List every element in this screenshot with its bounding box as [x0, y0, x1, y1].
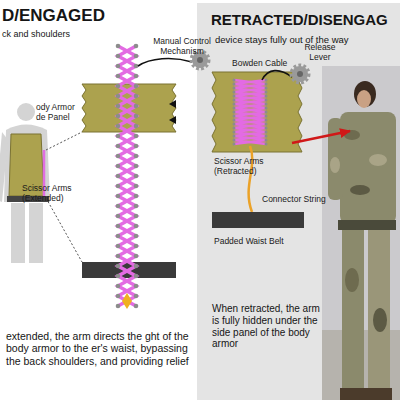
soldier-arm — [328, 118, 343, 200]
soldier-hair — [354, 81, 376, 107]
scissor-arm — [234, 80, 266, 144]
scissor-arm — [234, 80, 266, 144]
soldier-belt — [338, 220, 396, 230]
person-scissor-arm — [43, 150, 46, 196]
camo-patch — [345, 268, 359, 292]
armor-side-panel — [212, 72, 302, 152]
person-leg — [29, 203, 43, 263]
panel-description: extended, the arm directs the ght of the… — [6, 330, 191, 367]
extended-assembly — [82, 46, 208, 309]
callout-line — [46, 132, 82, 150]
waist-belt — [82, 262, 176, 278]
soldier-boot — [366, 388, 392, 400]
engaged-panel: D/ENGAGED ck and shoulders extended, the a… — [0, 0, 197, 400]
callout-line — [46, 198, 82, 262]
camo-patch — [330, 157, 340, 173]
person-arm — [0, 132, 8, 202]
panel-subtitle: ck and shoulders — [2, 29, 192, 40]
control-cable — [138, 59, 192, 66]
connector-string — [249, 146, 253, 212]
retracted-panel: RETRACTED/DISENGAG device stays fully out… — [197, 3, 400, 400]
soldier-torso — [340, 112, 396, 224]
soldier-photo — [322, 66, 400, 400]
soldier-leg — [368, 230, 390, 390]
armor-side-panel — [82, 84, 176, 132]
panel-subtitle: device stays fully out of the way — [215, 34, 395, 45]
soldier-leg — [342, 230, 364, 390]
photo-background — [322, 66, 400, 400]
soldier-face — [357, 90, 371, 108]
scissor-arm — [118, 46, 136, 306]
person-figure — [0, 103, 82, 263]
person-belt — [7, 196, 49, 202]
gear-hub — [297, 71, 303, 77]
release-gear — [292, 66, 308, 82]
retracted-assembly — [212, 66, 308, 228]
panel-heading: RETRACTED/DISENGAG — [211, 11, 399, 29]
bowden-cable — [262, 71, 292, 80]
waist-belt — [212, 212, 304, 228]
photo-floor — [322, 330, 400, 400]
person-head — [17, 103, 35, 121]
gear-hub — [197, 57, 203, 63]
scissor-arm — [118, 46, 136, 306]
panel-description: When retracted, the arm is fully hidden … — [212, 303, 320, 350]
panel-heading: D/ENGAGED — [2, 6, 192, 26]
camo-patch — [373, 308, 387, 332]
soldier-boot — [340, 388, 366, 400]
direction-arrow — [169, 116, 176, 124]
direction-arrow — [169, 100, 176, 108]
control-gear — [192, 52, 208, 68]
scissor-end-piece — [122, 293, 132, 309]
person-torso — [4, 125, 50, 203]
camo-patch — [344, 130, 360, 140]
pointer-arrow — [292, 131, 350, 143]
camo-patch — [350, 185, 370, 195]
camo-patch — [369, 154, 387, 166]
person-vest — [9, 134, 44, 196]
person-leg — [11, 203, 25, 263]
